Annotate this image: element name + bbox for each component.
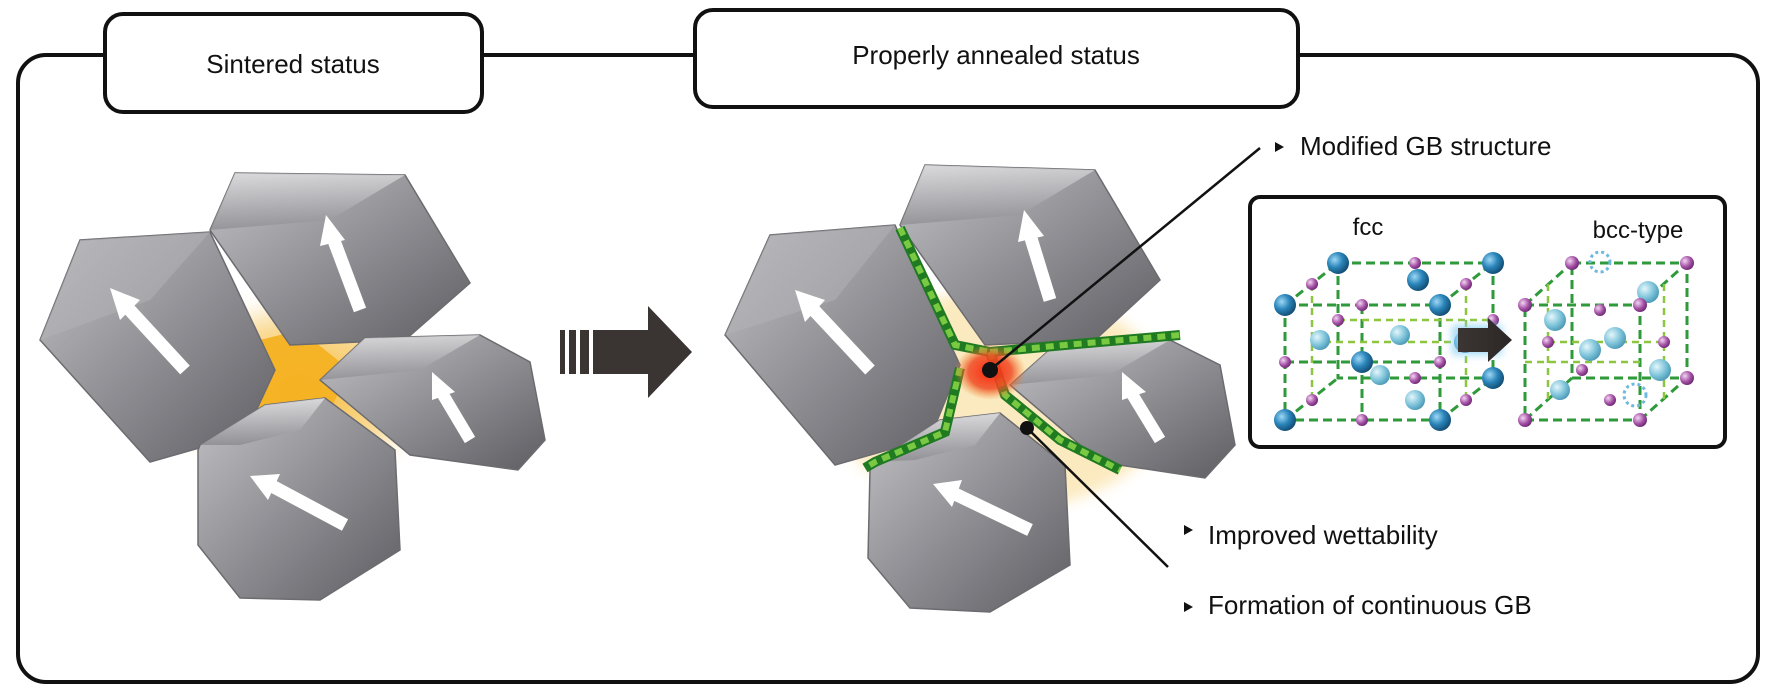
sintered-grain-4 — [197, 397, 401, 601]
sintered-grain-3-arrow-icon — [436, 389, 476, 444]
annealed-title: Properly annealed status — [852, 40, 1140, 70]
annealed-grain-4-arrow-icon — [952, 488, 1033, 536]
crystal-structure-inset: fcc bcc-type — [1248, 195, 1727, 449]
striped-right-arrow-icon — [560, 306, 692, 398]
annealed-grain-3-arrow-icon — [1126, 390, 1166, 444]
annotation-continuous-gb-text: Formation of continuous GB — [1208, 590, 1532, 620]
sintered-grain-1 — [39, 231, 276, 463]
triangle-bullet-icon — [1275, 142, 1284, 152]
annealed-grain-1 — [724, 224, 961, 466]
vacancy-site — [1588, 250, 1612, 274]
glowing-right-arrow-icon — [1452, 318, 1512, 362]
fcc-label: fcc — [1353, 214, 1384, 241]
annealed-grain-1-arrow-icon — [807, 303, 875, 375]
annotation-modified-gb-text: Modified GB structure — [1300, 131, 1551, 161]
sintered-title: Sintered status — [206, 49, 379, 79]
annotation-modified-gb: Modified GB structure — [1275, 131, 1551, 161]
annotation-continuous-gb: Formation of continuous GB — [1184, 590, 1532, 620]
annotation-wettability-text: Improved wettability — [1208, 520, 1438, 550]
wettability-leader — [1026, 427, 1169, 568]
sintered-header: Sintered status — [103, 12, 484, 114]
annealed-grain-2-arrow-icon — [1023, 233, 1057, 302]
modified-gb-leader — [989, 147, 1261, 371]
fcc-unit-cell — [1274, 252, 1504, 431]
sintered-grain-2-arrow-icon — [326, 235, 367, 313]
annealed-grain-cluster — [724, 164, 1236, 613]
vacancy-site — [1622, 382, 1648, 408]
annealed-header: Properly annealed status — [693, 8, 1300, 109]
bcc-label: bcc-type — [1593, 217, 1684, 244]
sintered-grain-1-arrow-icon — [122, 302, 190, 375]
triangle-bullet-icon — [1184, 525, 1193, 535]
annotation-wettability: Improved wettability — [1184, 520, 1438, 550]
sintered-grain-2 — [209, 172, 471, 346]
bcc-unit-cell — [1518, 250, 1694, 427]
sintered-grain-3 — [318, 334, 546, 471]
triangle-bullet-icon — [1184, 602, 1193, 612]
sintered-grain-4-arrow-icon — [268, 480, 349, 531]
sintered-grain-cluster — [39, 172, 546, 601]
